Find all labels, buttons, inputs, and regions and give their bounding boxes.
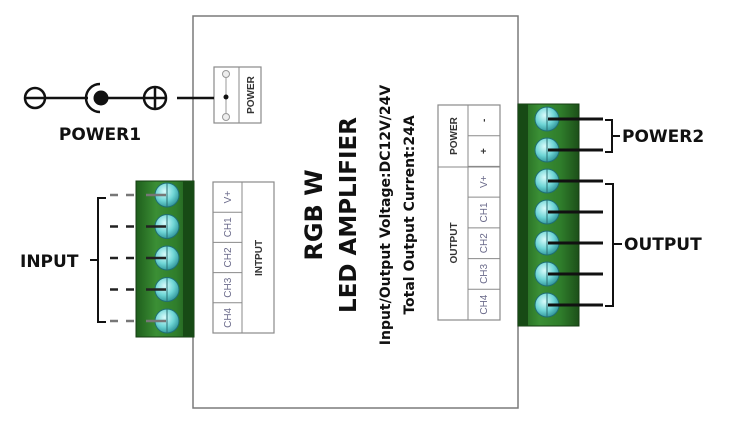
output-table-title: OUTPUT (449, 222, 460, 263)
output-pin-label: V+ (479, 175, 490, 188)
output-label: OUTPUT (624, 235, 702, 255)
output-pin-label: CH1 (479, 202, 490, 222)
output-power-title: POWER (449, 116, 460, 155)
output-terminal-block (517, 103, 580, 327)
power2-bracket: POWER2 (605, 119, 704, 153)
plus-circle-icon (222, 70, 230, 78)
power1-symbol: POWER1 (23, 82, 214, 145)
power-jack-label: POWER (246, 75, 257, 114)
power1-label: POWER1 (59, 125, 141, 145)
input-table-title: INTPUT (254, 240, 265, 276)
power2-label: POWER2 (622, 127, 704, 147)
input-pin-label: V+ (223, 191, 234, 204)
spec-voltage: Input/Output Voltage:DC12V/24V (378, 85, 394, 346)
input-pin-label: CH2 (223, 247, 234, 267)
input-pin-label: CH1 (223, 217, 234, 237)
input-pin-label: CH3 (223, 277, 234, 297)
terminal-screw-icon (534, 199, 560, 225)
device-name-line2: LED AMPLIFIER (336, 117, 362, 313)
terminal-screw-icon (154, 214, 180, 239)
power-pin-label: + (479, 148, 490, 154)
output-pin-label: CH2 (479, 233, 490, 253)
input-bracket: INPUT (20, 197, 106, 323)
terminal-screw-icon (534, 106, 560, 132)
input-label: INPUT (20, 252, 79, 272)
dc-barrel-jack-icon (84, 82, 101, 114)
spec-current: Total Output Current:24A (402, 115, 418, 315)
device-name-line1: RGB W (300, 169, 328, 260)
power-jack-panel: POWER (213, 66, 262, 124)
power-pin-label: - (479, 119, 490, 122)
output-pin-label: CH3 (479, 263, 490, 283)
center-pin-icon (223, 94, 229, 100)
minus-circle-icon (222, 113, 230, 121)
input-pin-label: CH4 (223, 307, 234, 327)
output-pin-label: CH4 (479, 294, 490, 314)
output-bracket: OUTPUT (605, 183, 702, 307)
terminal-screw-icon (154, 277, 180, 302)
